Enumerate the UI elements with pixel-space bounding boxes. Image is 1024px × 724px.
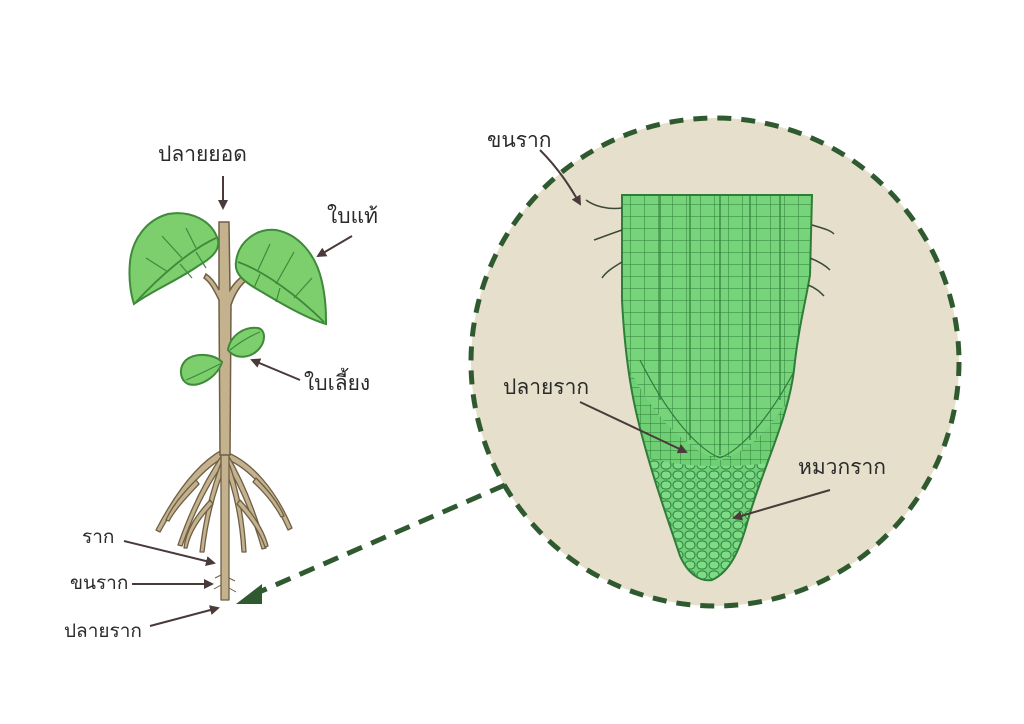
zoom-pointer-head <box>236 584 262 604</box>
true-leaf-right <box>234 228 328 326</box>
root-hairs-small <box>213 574 237 593</box>
arrow-root-cap <box>732 489 831 521</box>
label-root-hair: ขนราก <box>70 572 129 594</box>
label-true-leaf: ใบแท้ <box>327 204 378 228</box>
label-shoot-tip: ปลายยอด <box>158 142 247 166</box>
label-zoom-root-tip: ปลายราก <box>503 375 590 399</box>
label-root-tip: ปลายราก <box>64 620 142 642</box>
arrow-root <box>123 540 216 566</box>
plant-roots <box>155 449 293 601</box>
arrow-root-tip <box>149 605 220 627</box>
label-zoom-root-hair: ขนราก <box>487 128 552 152</box>
cotyledon-right <box>226 326 265 358</box>
enlarged-root-hairs <box>585 199 835 297</box>
label-arrows <box>123 149 831 627</box>
label-cotyledon: ใบเลี้ยง <box>304 371 371 395</box>
label-root-cap: หมวกราก <box>798 455 886 479</box>
zoom-pointer <box>249 482 506 599</box>
label-root: ราก <box>82 526 115 548</box>
arrow-zoom-root-tip <box>579 401 688 454</box>
arrow-true-leaf <box>316 235 353 258</box>
arrow-cotyledon <box>250 358 301 381</box>
root-tissue-outline <box>621 194 814 582</box>
true-leaf-left <box>128 212 220 306</box>
cotyledon-left <box>180 354 224 386</box>
arrow-zoom-root-hair <box>539 149 581 206</box>
